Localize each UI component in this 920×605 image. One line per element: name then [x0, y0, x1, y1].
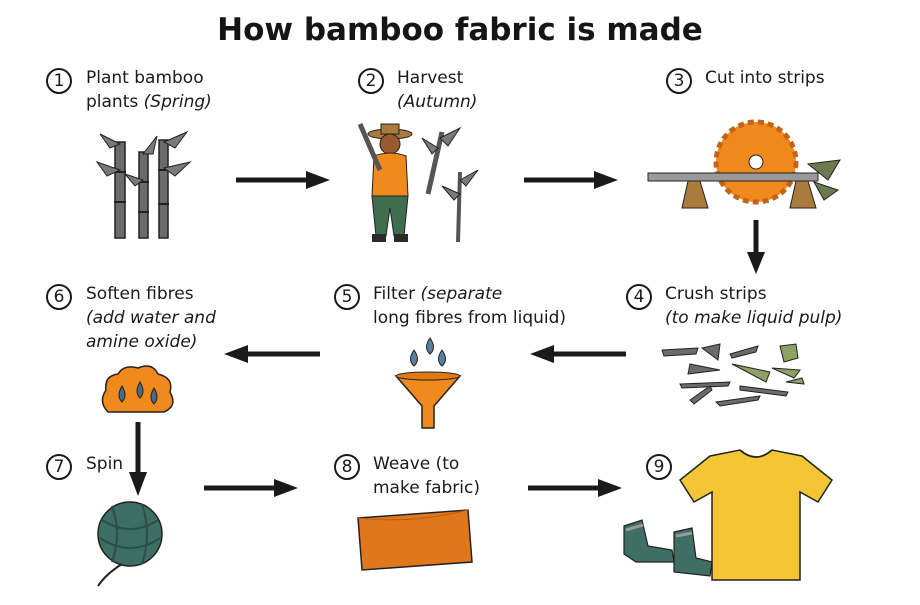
yarn-ball-icon [97, 501, 163, 587]
arrow-down-icon [747, 220, 765, 274]
step-number: 6 [46, 284, 72, 310]
step-label: Harvest (Autumn) [397, 66, 517, 114]
step-label: Cut into strips [705, 66, 865, 90]
step-number: 5 [334, 284, 360, 310]
filter-funnel-icon [394, 337, 462, 429]
step-text: Filter [373, 284, 421, 304]
step-text: Soften fibres [86, 284, 194, 304]
step-text: Spin [86, 454, 124, 474]
step-number: 9 [646, 454, 672, 480]
arrow-right-icon [236, 171, 330, 189]
clothing-icon [623, 449, 833, 581]
step-text: Cut into strips [705, 68, 825, 88]
step-note: (Spring) [143, 92, 212, 112]
crushed-strips-icon [661, 343, 805, 407]
step-label: Soften fibres (add water and amine oxide… [86, 282, 246, 354]
step-number: 3 [666, 68, 692, 94]
arrow-left-icon [530, 345, 626, 363]
step-note: (add water and amine oxide) [86, 308, 216, 352]
step-label: Crush strips (to make liquid pulp) [665, 282, 865, 330]
bamboo-plants-icon [95, 130, 192, 239]
arrow-right-icon [204, 479, 298, 497]
step-label: Weave (to make fabric) [373, 452, 483, 500]
step-text: Crush strips [665, 284, 767, 304]
diagram-title: How bamboo fabric is made [217, 12, 703, 48]
arrow-left-icon [224, 345, 320, 363]
step-text: Weave (to make fabric) [373, 454, 480, 498]
softened-fibres-icon [101, 365, 174, 413]
step-text: Harvest [397, 68, 464, 88]
step-number: 8 [334, 454, 360, 480]
step-label: Filter (separate long fibres from liquid… [373, 282, 583, 330]
step-number: 1 [46, 68, 72, 94]
step-number: 4 [626, 284, 652, 310]
arrow-right-icon [528, 479, 622, 497]
step-note: (Autumn) [397, 92, 478, 112]
step-number: 7 [46, 454, 72, 480]
arrow-right-icon [524, 171, 618, 189]
step-note: (to make liquid pulp) [665, 308, 843, 328]
saw-cutting-icon [647, 119, 841, 209]
step-text: Plant bamboo plants [86, 68, 204, 112]
arrow-down-icon [129, 422, 147, 496]
step-note: (separate [420, 284, 503, 304]
step-number: 2 [358, 68, 384, 94]
step-text-2: long fibres from liquid) [373, 308, 567, 328]
farmer-harvesting-icon [357, 123, 479, 243]
woven-fabric-icon [357, 509, 473, 571]
step-label: Spin [86, 452, 166, 476]
step-label: Plant bamboo plants (Spring) [86, 66, 246, 114]
